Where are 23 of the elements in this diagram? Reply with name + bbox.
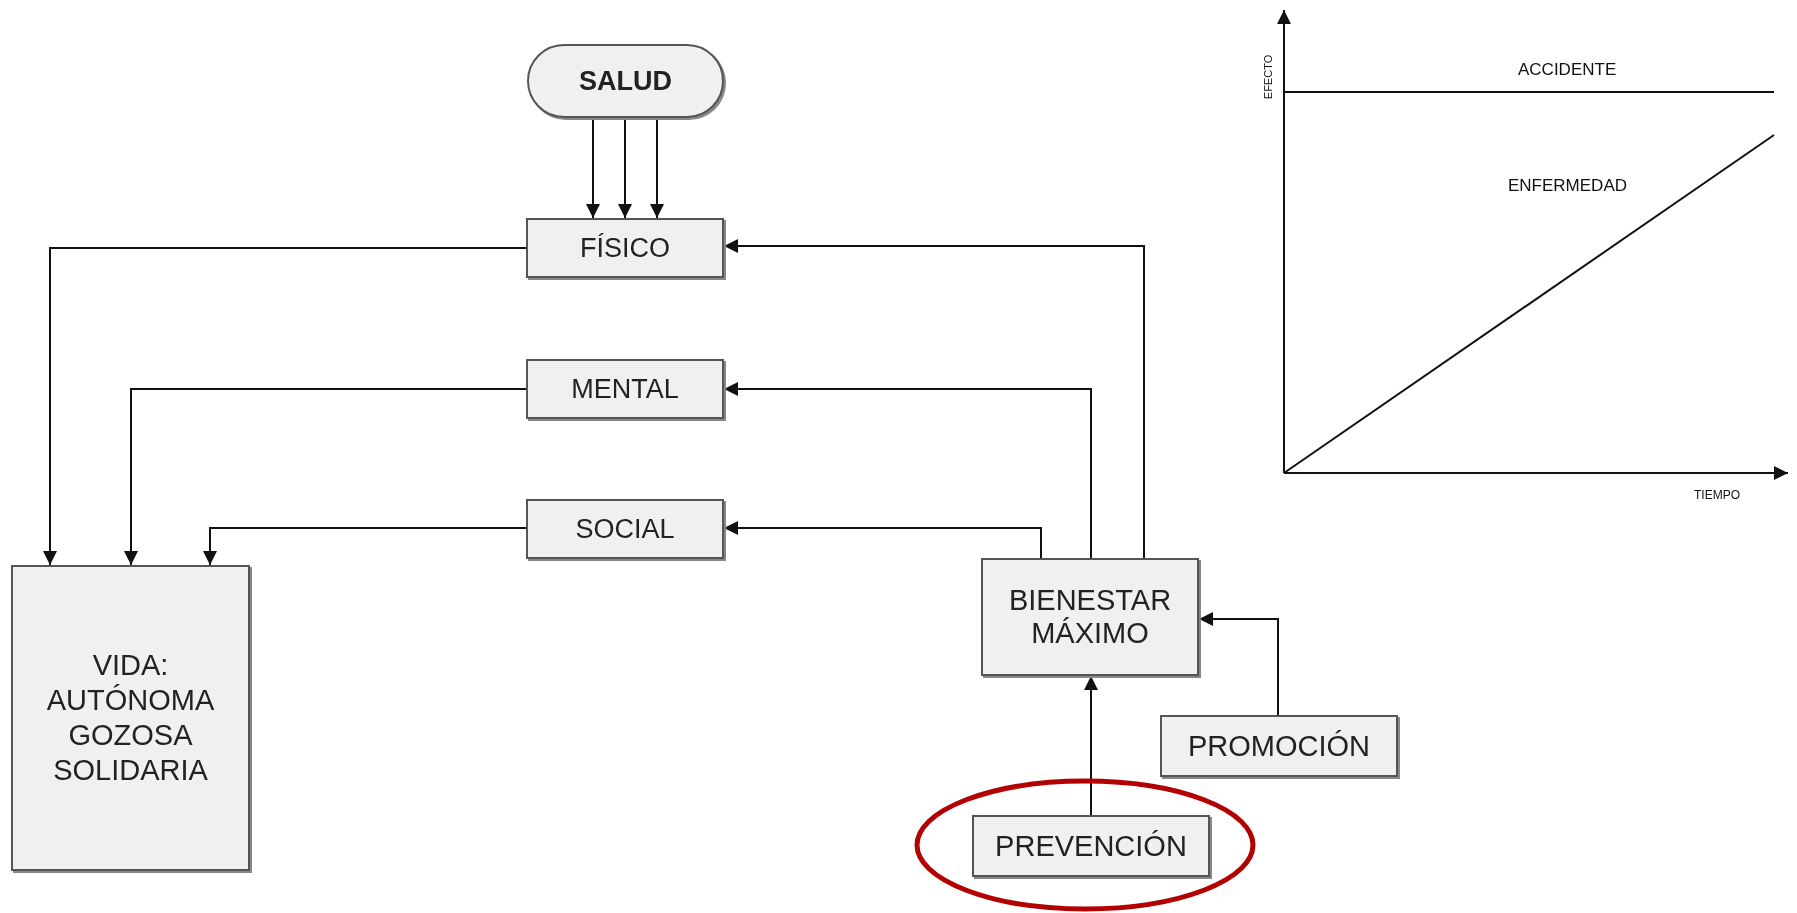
arrow (723, 521, 1042, 559)
arrow (723, 239, 1145, 559)
arrow (723, 382, 1092, 559)
arrow (618, 117, 632, 219)
process-box: PROMOCIÓN (1160, 715, 1398, 777)
arrow (586, 117, 600, 219)
process-box: VIDA: AUTÓNOMA GOZOSA SOLIDARIA (11, 565, 250, 871)
process-box: PREVENCIÓN (972, 815, 1210, 877)
axis-label: EFECTO (1262, 54, 1275, 100)
arrow (650, 117, 664, 219)
process-box: MENTAL (526, 359, 724, 419)
terminal-box: SALUD (527, 44, 724, 118)
arrow (124, 388, 527, 566)
axis-label: TIEMPO (1694, 488, 1740, 502)
arrow (43, 247, 527, 566)
arrow (203, 527, 527, 566)
process-box: SOCIAL (526, 499, 724, 559)
line-label: ENFERMEDAD (1508, 176, 1627, 196)
arrow (1084, 675, 1098, 816)
process-box: FÍSICO (526, 218, 724, 278)
line-label: ACCIDENTE (1518, 60, 1617, 80)
arrow (1198, 612, 1279, 716)
process-box: BIENESTAR MÁXIMO (981, 558, 1199, 676)
